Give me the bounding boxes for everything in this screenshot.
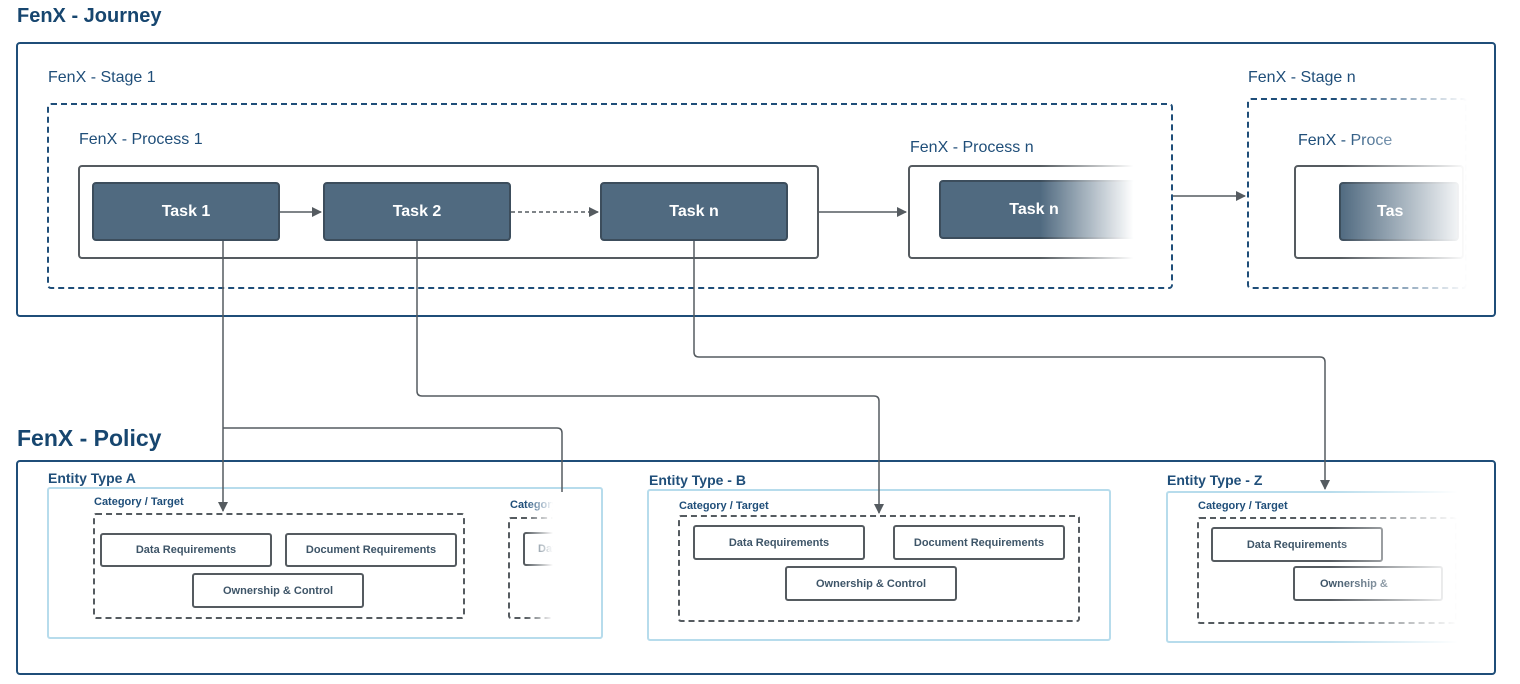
entity-a-title: Entity Type A [48, 470, 136, 486]
process-n-label: FenX - Process n [910, 139, 1034, 156]
journey-title: FenX - Journey [17, 5, 162, 27]
entity-b-data-requirements[interactable]: Data Requirements [693, 525, 865, 560]
connector-task2-entity-b [416, 241, 884, 514]
stage-1-frame [47, 103, 1173, 289]
connector-task1-entity-a-2 [223, 427, 563, 492]
entity-a-document-requirements[interactable]: Document Requirements [285, 533, 457, 567]
task-2[interactable]: Task 2 [323, 182, 511, 241]
entity-b-document-requirements[interactable]: Document Requirements [893, 525, 1065, 560]
entity-b-ownership-control[interactable]: Ownership & Control [785, 566, 957, 601]
task-n[interactable]: Task n [600, 182, 788, 241]
entity-a-mask [563, 495, 599, 625]
process-1-label: FenX - Process 1 [79, 131, 203, 148]
entity-a-category-label: Category / Target [94, 496, 184, 508]
task-1[interactable]: Task 1 [92, 182, 280, 241]
stage-1-label: FenX - Stage 1 [48, 69, 156, 86]
entity-a-ownership-control[interactable]: Ownership & Control [192, 573, 364, 608]
policy-frame [16, 460, 1496, 675]
entity-b-title: Entity Type - B [649, 472, 746, 488]
entity-z-category-label: Category / Target [1198, 500, 1288, 512]
connector-taskn-entity-z [693, 241, 1330, 490]
stage-n-label: FenX - Stage n [1248, 69, 1356, 86]
journey-frame [16, 42, 1496, 317]
entity-z-title: Entity Type - Z [1167, 472, 1263, 488]
policy-title: FenX - Policy [17, 425, 162, 451]
entity-a-data-requirements[interactable]: Data Requirements [100, 533, 272, 567]
entity-b-category-label: Category / Target [679, 500, 769, 512]
